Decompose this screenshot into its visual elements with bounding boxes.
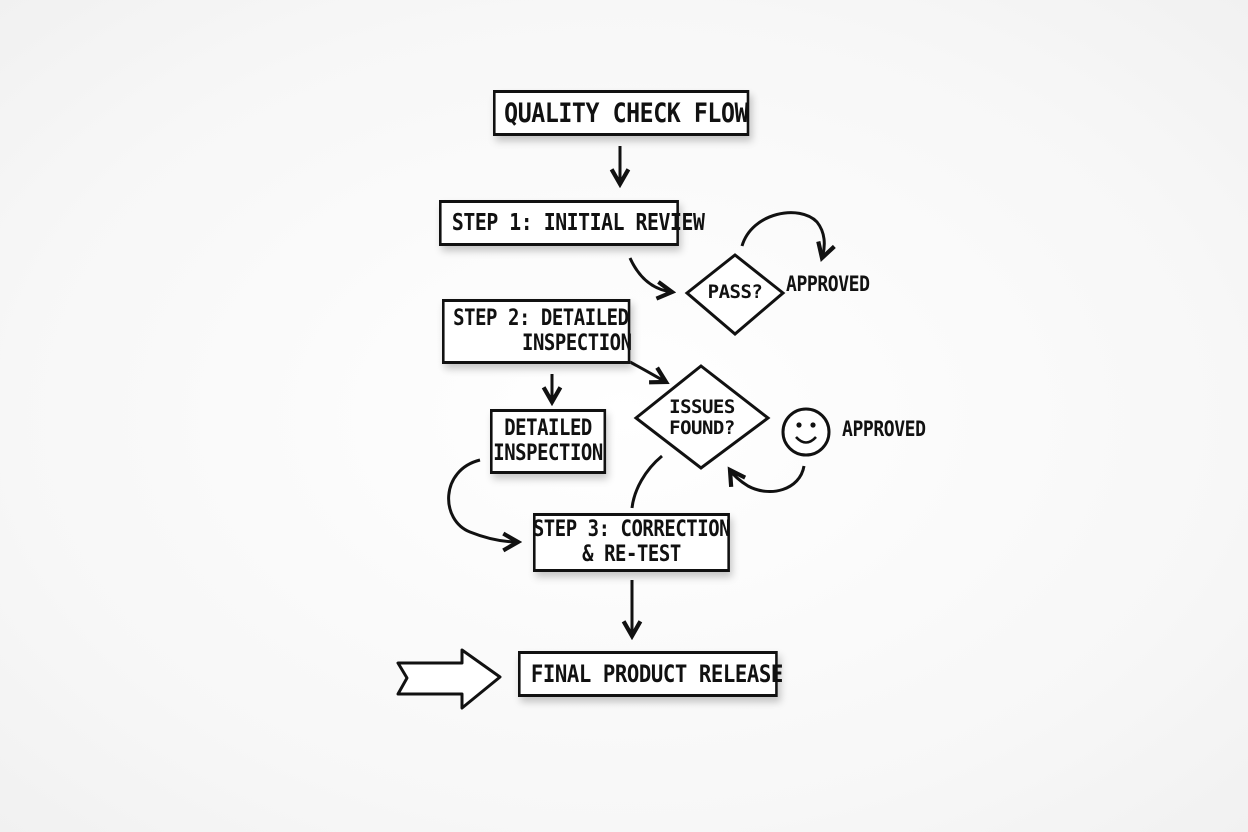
step2-box: STEP 2: DETAILED INSPECTION bbox=[442, 299, 632, 364]
smiley-face-icon bbox=[781, 407, 831, 457]
arrow-inspection-to-step3 bbox=[447, 458, 518, 542]
pass-decision-diamond bbox=[684, 253, 786, 336]
final-release-label: FINAL PRODUCT RELEASE bbox=[530, 660, 783, 688]
approved-label-issues: APPROVED bbox=[842, 417, 926, 441]
step3-label-line1: STEP 3: CORRECTION bbox=[532, 517, 731, 543]
issues-decision-label: ISSUES FOUND? bbox=[659, 397, 745, 439]
pass-decision-label: PASS? bbox=[707, 281, 763, 303]
inspection-label-line1: DETAILED bbox=[504, 416, 592, 442]
final-release-box: FINAL PRODUCT RELEASE bbox=[518, 651, 783, 697]
step2-label-line2: INSPECTION bbox=[521, 330, 632, 356]
page-title: QUALITY CHECK FLOW bbox=[504, 97, 749, 129]
step1-label: STEP 1: INITIAL REVIEW bbox=[451, 210, 705, 236]
issues-decision-line1: ISSUES bbox=[669, 396, 735, 418]
step3-label-line2: & RE-TEST bbox=[582, 541, 681, 567]
step3-box: STEP 3: CORRECTION & RE-TEST bbox=[532, 513, 731, 572]
line-step3-to-issues bbox=[630, 454, 663, 509]
title-box: QUALITY CHECK FLOW bbox=[493, 90, 750, 136]
block-arrow-icon bbox=[396, 648, 502, 710]
arrow-step1-to-pass bbox=[628, 257, 672, 292]
arrow-pass-loop bbox=[740, 211, 824, 258]
inspection-box: DETAILED INSPECTION bbox=[490, 409, 607, 474]
approved-label-pass: APPROVED bbox=[786, 272, 870, 296]
issues-decision-diamond bbox=[633, 364, 771, 470]
issues-decision-line2: FOUND? bbox=[669, 416, 735, 439]
inspection-label-line2: INSPECTION bbox=[493, 440, 603, 466]
step1-box: STEP 1: INITIAL REVIEW bbox=[439, 200, 705, 246]
arrow-smiley-to-issues bbox=[730, 465, 806, 493]
step2-label-line1: STEP 2: DETAILED bbox=[453, 306, 629, 332]
arrow-step2-to-issues bbox=[629, 360, 666, 382]
